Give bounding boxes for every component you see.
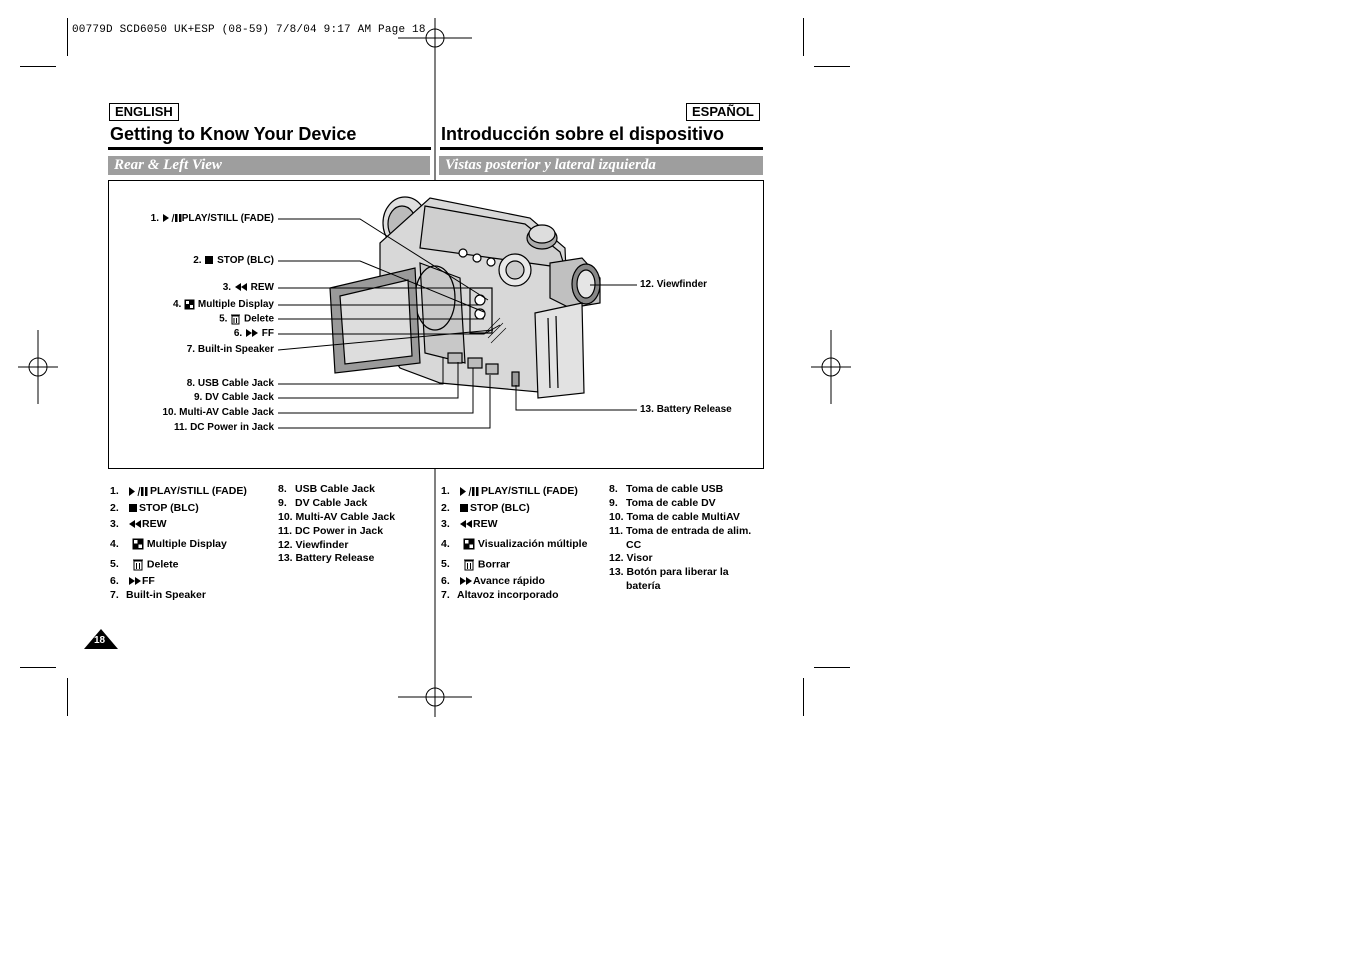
callout-9: 9. DV Cable Jack [193, 392, 274, 403]
list-item: 12. Visor [609, 552, 653, 564]
list-item: 8.USB Cable Jack [278, 483, 375, 495]
play-pause-icon [460, 486, 479, 496]
list-item: 11. DC Power in Jack [278, 525, 384, 537]
list-item: 7.Built-in Speaker [110, 589, 206, 601]
list-item: 2.STOP (BLC) [441, 502, 530, 514]
list-item: 3.REW [441, 518, 498, 530]
page-title-english: Getting to Know Your Device [110, 124, 357, 144]
list-item: 12. Viewfinder [278, 539, 349, 551]
crop-mark [803, 18, 804, 56]
stop-icon [460, 504, 468, 513]
trash-icon [231, 314, 241, 325]
camcorder-illustration [329, 196, 601, 399]
list-item: 6.Avance rápido [441, 575, 545, 587]
callout-10: 10. Multi-AV Cable Jack [162, 407, 274, 418]
callout-4: 4. Multiple Display [172, 299, 274, 311]
play-pause-icon [162, 214, 182, 223]
title-rule [440, 147, 763, 150]
multi-display-icon [132, 538, 144, 550]
rewind-icon [129, 520, 141, 529]
rewind-icon [234, 283, 247, 292]
trash-icon [133, 559, 143, 571]
list-item: 7.Altavoz incorporado [441, 589, 559, 601]
callout-12: 12. Viewfinder [640, 279, 708, 290]
callout-6: 6. FF [233, 328, 274, 339]
multi-display-icon [463, 538, 475, 550]
list-item: 8.Toma de cable USB [609, 483, 724, 495]
print-header: 00779D SCD6050 UK+ESP (08-59) 7/8/04 9:1… [72, 24, 426, 36]
stop-icon [205, 256, 214, 265]
fast-forward-icon [129, 577, 141, 586]
list-item: 1.PLAY/STILL (FADE) [441, 485, 578, 497]
list-item: 4. Multiple Display [110, 538, 227, 550]
rewind-icon [460, 520, 472, 529]
list-item: 9.DV Cable Jack [278, 497, 368, 509]
callout-5: 5. Delete [219, 313, 274, 325]
page-number-badge [84, 629, 118, 649]
page-title-espanol: Introducción sobre el dispositivo [441, 124, 725, 144]
lang-tag-espanol: ESPAÑOL [686, 103, 760, 121]
crop-mark [67, 18, 68, 56]
section-subtitle-english: Rear & Left View [114, 157, 222, 173]
list-item: 1.PLAY/STILL (FADE) [110, 485, 247, 497]
list-item: 10. Toma de cable MultiAV [609, 511, 740, 523]
list-item: 6.FF [110, 575, 155, 587]
multi-display-icon [184, 299, 195, 310]
list-item: 2.STOP (BLC) [110, 502, 199, 514]
callout-3: 3. REW [222, 282, 274, 293]
list-item: 13. Battery Release [278, 552, 375, 564]
list-item: 5. Borrar [441, 558, 511, 571]
crop-mark [814, 66, 850, 67]
crop-mark [67, 678, 68, 716]
fast-forward-icon [246, 329, 258, 338]
list-item: 13. Botón para liberar la [609, 566, 729, 578]
crop-mark [20, 667, 56, 668]
callout-13: 13. Battery Release [640, 404, 732, 415]
list-item: 11. Toma de entrada de alim. [609, 525, 752, 537]
callout-7: 7. Built-in Speaker [186, 344, 274, 355]
figure-box [108, 180, 764, 469]
callout-11: 11. DC Power in Jack [173, 422, 274, 433]
crop-mark [20, 66, 56, 67]
list-item: 5. Delete [110, 558, 179, 571]
list-item: CC [626, 539, 642, 551]
title-rule [108, 147, 431, 150]
list-item: 10. Multi-AV Cable Jack [278, 511, 396, 523]
lang-tag-english: ENGLISH [109, 103, 179, 121]
list-item: 4. Visualización múltiple [441, 538, 588, 550]
section-bar-espanol: Vistas posterior y lateral izquierda [439, 156, 763, 175]
crop-mark [814, 667, 850, 668]
callout-2: 2. STOP (BLC) [193, 255, 274, 266]
play-pause-icon [129, 486, 148, 496]
list-item: batería [626, 580, 661, 592]
list-item: 3.REW [110, 518, 167, 530]
crop-mark [803, 678, 804, 716]
section-bar-english: Rear & Left View [108, 156, 430, 175]
list-item: 9.Toma de cable DV [609, 497, 716, 509]
stop-icon [129, 504, 137, 513]
page-number: 18 [94, 635, 106, 646]
callout-1: 1. PLAY/STILL (FADE) [150, 213, 274, 224]
fast-forward-icon [460, 577, 472, 586]
section-subtitle-espanol: Vistas posterior y lateral izquierda [445, 157, 656, 173]
callout-8: 8. USB Cable Jack [186, 378, 274, 389]
trash-icon [464, 559, 474, 571]
